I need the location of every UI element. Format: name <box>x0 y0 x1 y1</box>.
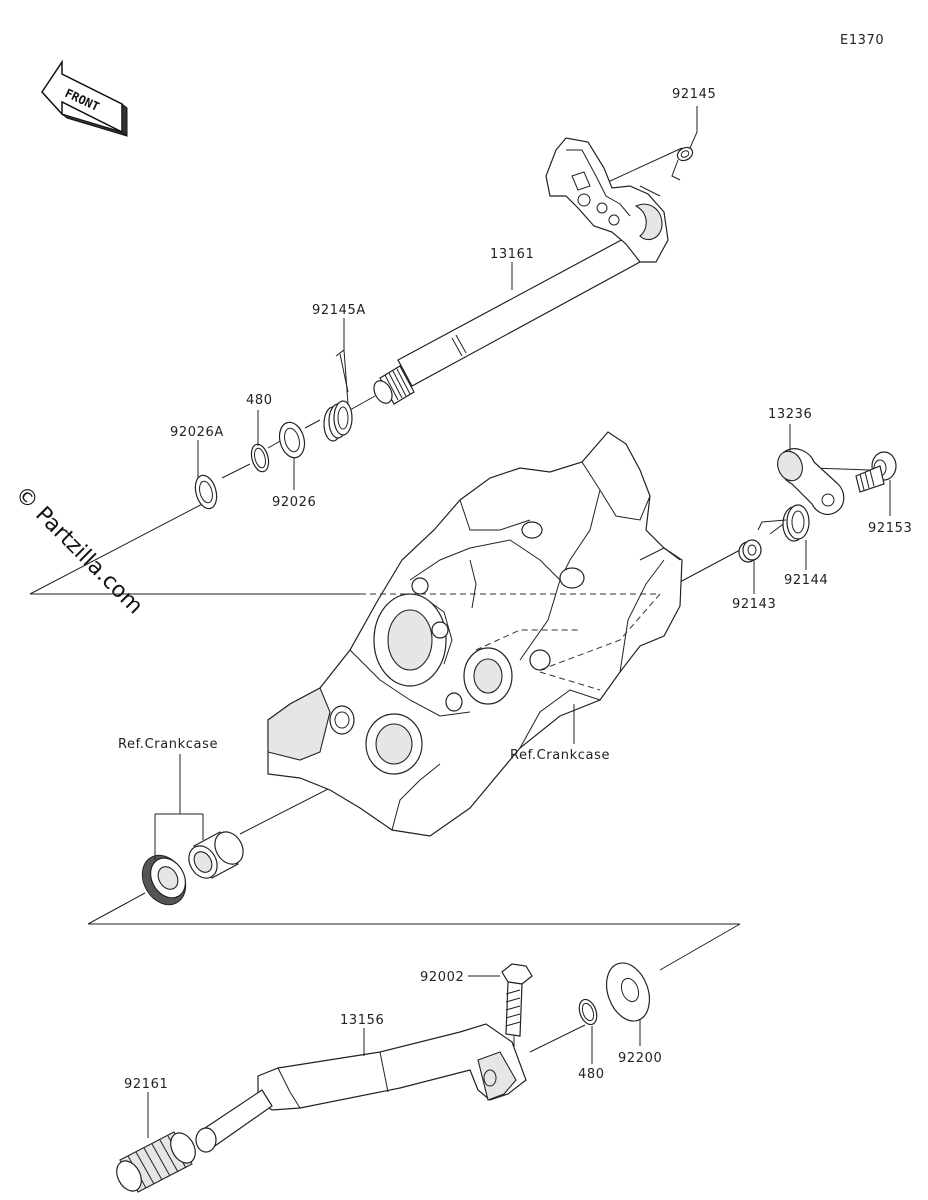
shift-arm-plate <box>545 137 669 263</box>
circlip-480-bottom <box>578 998 598 1026</box>
label-92026A: 92026A <box>170 425 224 440</box>
assembly-lines <box>29 147 871 1053</box>
washer-92200 <box>605 962 651 1022</box>
circlip-480-top <box>250 443 270 473</box>
shift-shaft-13161 <box>373 237 641 405</box>
oil-seal <box>141 854 187 906</box>
label-13156: 13156 <box>340 1013 384 1028</box>
label-92153: 92153 <box>868 521 912 536</box>
label-92145: 92145 <box>672 87 716 102</box>
diagram-code: E1370 <box>840 33 884 48</box>
bolt-92002 <box>501 963 533 1060</box>
label-92143: 92143 <box>732 597 776 612</box>
bolt-92153 <box>855 451 897 493</box>
crankcase <box>267 431 683 837</box>
torsion-spring-92145A <box>323 349 353 442</box>
collar-92143 <box>738 539 762 563</box>
pedal-rubber-92161 <box>116 1131 196 1193</box>
label-92026: 92026 <box>272 495 316 510</box>
label-92145A: 92145A <box>312 303 366 318</box>
lever-13236 <box>777 448 845 516</box>
label-13161: 13161 <box>490 247 534 262</box>
washer-92026 <box>278 421 306 459</box>
watermark: © Partzilla.com <box>10 482 148 620</box>
label-92161: 92161 <box>124 1077 168 1092</box>
label-13236: 13236 <box>768 407 812 422</box>
spring-92145 <box>671 131 698 181</box>
washer-92026A <box>194 474 218 510</box>
label-92144: 92144 <box>784 573 828 588</box>
spring-92144 <box>757 504 810 542</box>
label-92002: 92002 <box>420 970 464 985</box>
label-ref-crankcase-left: Ref.Crankcase <box>118 737 218 752</box>
ref-crankcase-bracket <box>154 754 204 860</box>
label-ref-crankcase-right: Ref.Crankcase <box>510 748 610 763</box>
label-480-bottom: 480 <box>578 1067 605 1082</box>
needle-bearing <box>188 831 244 879</box>
label-480-top: 480 <box>246 393 273 408</box>
shift-pedal-13156 <box>195 1023 527 1153</box>
label-leaders <box>147 106 891 1138</box>
front-arrow-icon: FRONT <box>41 59 128 138</box>
label-92200: 92200 <box>618 1051 662 1066</box>
